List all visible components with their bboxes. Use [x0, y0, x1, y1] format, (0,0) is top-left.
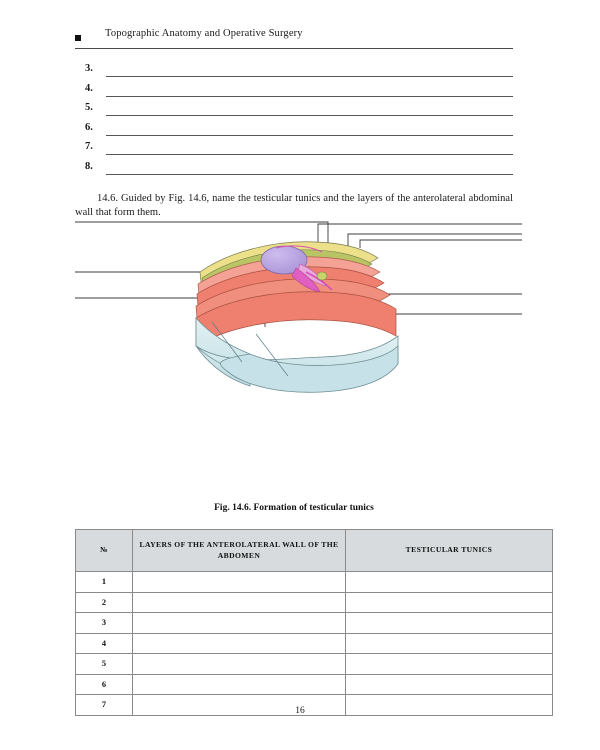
blank-answer-number: 4. — [85, 82, 93, 94]
blank-answer-number: 5. — [85, 102, 93, 113]
running-header: Topographic Anatomy and Operative Surger… — [75, 28, 513, 50]
table-row: 4 — [75, 632, 553, 654]
row-layer-input[interactable] — [132, 612, 346, 634]
blank-answer-row: 3. — [75, 62, 513, 82]
blank-answer-list: 3. 4. 5. 6. 7. 8. — [75, 62, 513, 179]
table-header-tunics: TESTICULAR TUNICS — [345, 529, 553, 572]
row-tunic-input[interactable] — [345, 673, 553, 695]
figure-caption: Fig. 14.6. Formation of testicular tunic… — [214, 503, 374, 513]
row-tunic-input[interactable] — [345, 632, 553, 654]
blank-answer-rule[interactable] — [106, 134, 513, 136]
row-tunic-input[interactable] — [345, 694, 553, 716]
row-layer-input[interactable] — [132, 673, 346, 695]
row-tunic-input[interactable] — [345, 653, 553, 675]
blank-answer-row: 6. — [75, 121, 513, 141]
table-header-row: № LAYERS OF THE ANTEROLATERAL WALL OF TH… — [75, 529, 553, 572]
table-row: 1 — [75, 571, 553, 593]
blank-answer-number: 3. — [85, 63, 93, 74]
row-number: 7 — [75, 694, 133, 716]
blank-answer-rule[interactable] — [106, 76, 513, 77]
row-number: 1 — [75, 571, 133, 593]
table-row: 7 — [75, 694, 553, 716]
row-layer-input[interactable] — [132, 591, 346, 613]
row-layer-input[interactable] — [132, 632, 346, 654]
row-number: 6 — [75, 673, 133, 695]
table-row: 6 — [75, 673, 553, 695]
page-number: 16 — [295, 706, 305, 716]
row-tunic-input[interactable] — [345, 591, 553, 613]
anatomy-figure — [60, 214, 540, 504]
row-number: 4 — [75, 632, 133, 654]
exercise-paragraph: 14.6. Guided by Fig. 14.6, name the test… — [75, 192, 513, 218]
table-row: 5 — [75, 653, 553, 675]
blank-answer-rule[interactable] — [106, 154, 513, 155]
blank-answer-number: 7. — [85, 141, 93, 152]
row-layer-input[interactable] — [132, 571, 346, 593]
table-row: 3 — [75, 612, 553, 634]
blank-answer-rule[interactable] — [106, 95, 513, 97]
blank-answer-number: 8. — [85, 160, 93, 172]
square-bullet-icon — [75, 35, 81, 41]
row-tunic-input[interactable] — [345, 571, 553, 593]
blank-answer-row: 4. — [75, 82, 513, 102]
blank-answer-rule[interactable] — [106, 173, 513, 175]
row-number: 5 — [75, 653, 133, 675]
testicular-tunics-illustration — [75, 221, 522, 393]
blank-answer-row: 8. — [75, 160, 513, 180]
figure-stage-top — [195, 241, 399, 393]
row-layer-input[interactable] — [132, 653, 346, 675]
blank-answer-rule[interactable] — [106, 115, 513, 116]
header-title: Topographic Anatomy and Operative Surger… — [105, 28, 303, 39]
blank-answer-row: 7. — [75, 140, 513, 160]
row-number: 2 — [75, 591, 133, 613]
blank-answer-row: 5. — [75, 101, 513, 121]
answers-table: № LAYERS OF THE ANTEROLATERAL WALL OF TH… — [75, 529, 553, 716]
table-row: 2 — [75, 591, 553, 613]
answers-table-wrapper: № LAYERS OF THE ANTEROLATERAL WALL OF TH… — [75, 529, 553, 716]
row-number: 3 — [75, 612, 133, 634]
table-header-layers: LAYERS OF THE ANTEROLATERAL WALL OF THE … — [132, 529, 346, 572]
header-divider — [75, 48, 513, 49]
table-header-no: № — [75, 529, 133, 572]
row-tunic-input[interactable] — [345, 612, 553, 634]
blank-answer-number: 6. — [85, 121, 93, 133]
